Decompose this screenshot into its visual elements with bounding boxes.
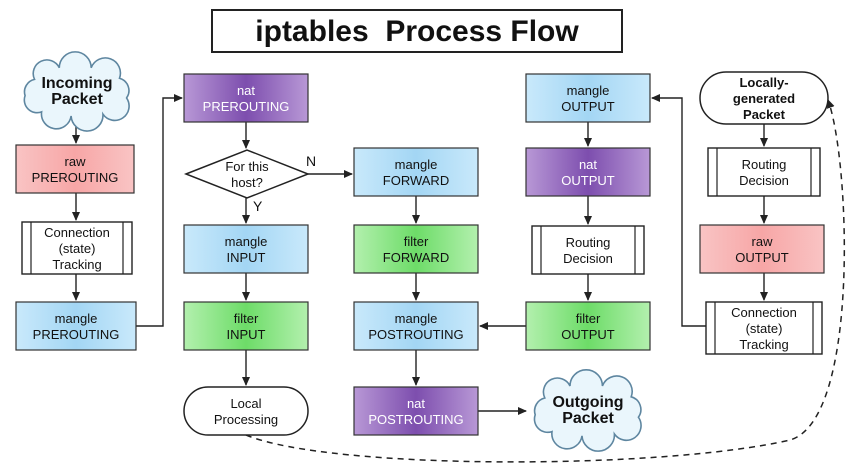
incoming-packet-label: Incoming bbox=[41, 75, 112, 92]
raw-prerouting-label: PREROUTING bbox=[32, 170, 119, 185]
filter-input-label: filter bbox=[234, 311, 259, 326]
filter-output-label: OUTPUT bbox=[561, 327, 615, 342]
conn-tracking-out-label: Connection bbox=[731, 305, 797, 320]
incoming-packet-label: Packet bbox=[51, 91, 103, 108]
mangle-postrouting-label: mangle bbox=[395, 311, 438, 326]
nat-postrouting-label: POSTROUTING bbox=[368, 412, 463, 427]
local-processing-label: Local bbox=[230, 396, 261, 411]
outgoing-packet-label: Packet bbox=[562, 410, 614, 427]
title-box bbox=[211, 9, 623, 53]
nat-prerouting-label: PREROUTING bbox=[203, 99, 290, 114]
mangle-forward-label: mangle bbox=[395, 157, 438, 172]
routing-decision-right-label: Routing bbox=[742, 157, 787, 172]
filter-input-label: INPUT bbox=[227, 327, 266, 342]
no-label: N bbox=[306, 153, 316, 169]
mangle-output-label: OUTPUT bbox=[561, 99, 615, 114]
mangle-postrouting-label: POSTROUTING bbox=[368, 327, 463, 342]
conn-tracking-in-label: (state) bbox=[59, 241, 96, 256]
raw-output-label: raw bbox=[752, 234, 774, 249]
edge-labels: N Y bbox=[253, 153, 316, 214]
outgoing-packet-label: Outgoing bbox=[552, 394, 623, 411]
flow-arrow bbox=[651, 94, 706, 327]
for-this-host-label: For this bbox=[225, 159, 269, 174]
raw-output-label: OUTPUT bbox=[735, 250, 789, 265]
conn-tracking-out-label: Tracking bbox=[739, 337, 788, 352]
conn-tracking-in-label: Connection bbox=[44, 225, 110, 240]
mangle-output-label: mangle bbox=[567, 83, 610, 98]
for-this-host-label: host? bbox=[231, 175, 263, 190]
mangle-prerouting-label: PREROUTING bbox=[33, 327, 120, 342]
title-text: iptables Process Flow bbox=[255, 15, 579, 48]
filter-forward-label: FORWARD bbox=[383, 250, 449, 265]
nat-output-label: nat bbox=[579, 157, 597, 172]
conn-tracking-out-label: (state) bbox=[746, 321, 783, 336]
conn-tracking-in-node: Connection(state)Tracking bbox=[21, 221, 133, 275]
nat-prerouting-label: nat bbox=[237, 83, 255, 98]
yes-label: Y bbox=[253, 198, 263, 214]
conn-tracking-in-label: Tracking bbox=[52, 257, 101, 272]
filter-forward-label: filter bbox=[404, 234, 429, 249]
nodes: IncomingPacketrawPREROUTINGConnection(st… bbox=[15, 51, 829, 452]
local-processing-label: Processing bbox=[214, 412, 278, 427]
conn-tracking-out-node: Connection(state)Tracking bbox=[705, 301, 823, 355]
nat-postrouting-label: nat bbox=[407, 396, 425, 411]
mangle-forward-label: FORWARD bbox=[383, 173, 449, 188]
mangle-input-label: INPUT bbox=[227, 250, 266, 265]
raw-prerouting-label: raw bbox=[65, 154, 87, 169]
locally-generated-label: generated bbox=[733, 91, 795, 106]
filter-output-label: filter bbox=[576, 311, 601, 326]
mangle-input-label: mangle bbox=[225, 234, 268, 249]
nat-output-label: OUTPUT bbox=[561, 173, 615, 188]
connectors bbox=[72, 94, 846, 463]
mangle-prerouting-label: mangle bbox=[55, 311, 98, 326]
routing-decision-mid-label: Routing bbox=[566, 235, 611, 250]
flow-arrow bbox=[245, 99, 846, 463]
routing-decision-mid-label: Decision bbox=[563, 251, 613, 266]
locally-generated-label: Locally- bbox=[739, 75, 788, 90]
flow-arrow bbox=[136, 94, 183, 327]
routing-decision-right-label: Decision bbox=[739, 173, 789, 188]
locally-generated-label: Packet bbox=[743, 107, 786, 122]
